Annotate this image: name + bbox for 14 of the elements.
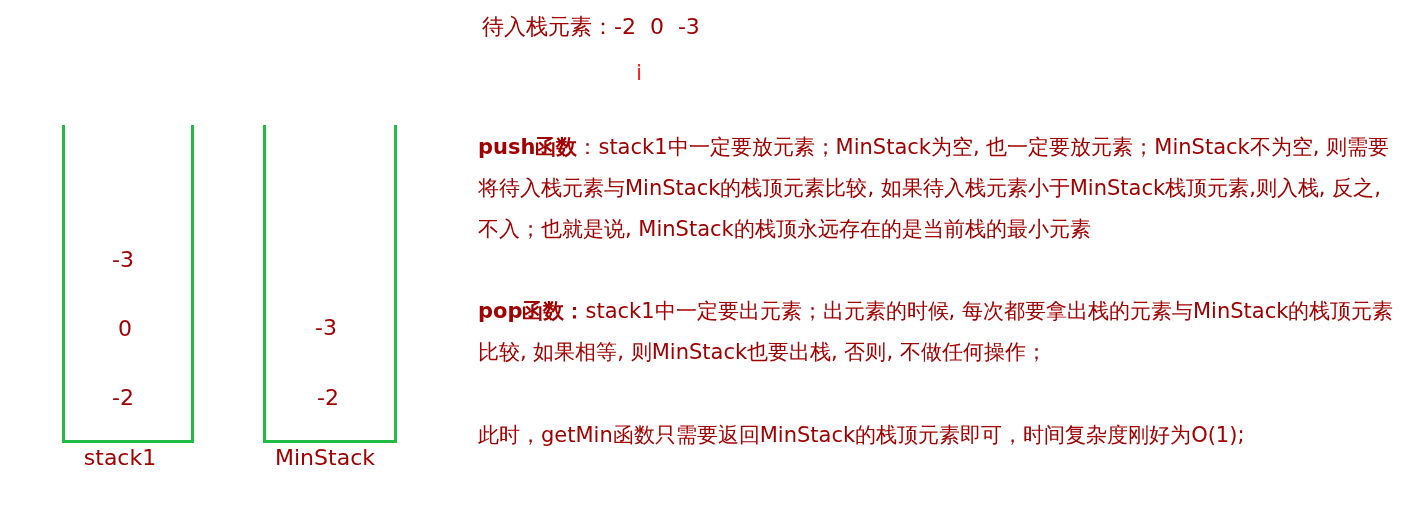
stack-element: -3 <box>315 315 337 340</box>
stack-element: -3 <box>112 247 134 272</box>
stack-container <box>62 125 194 443</box>
description-paragraph: push函数：stack1中一定要放元素；MinStack为空, 也一定要放元素；MinStack不为空, 则需要将待入栈元素与MinStack的栈顶元素比较, 如果待入栈元素小于MinStack栈顶元素,则入栈, 反之, 不入；也就是说, MinStack的栈顶永远存在的是当前栈的最小元素 <box>478 134 1391 243</box>
description-paragraph: pop函数：stack1中一定要出元素；出元素的时候, 每次都要拿出栈的元素与MinStack的栈顶元素比较, 如果相等, 则MinStack也要出栈, 否则, 不做任何操作； <box>478 298 1395 366</box>
description-paragraph: 此时，getMin函数只需要返回MinStack的栈顶元素即可，时间复杂度刚好为O(1); <box>478 422 1246 449</box>
stack-element: -2 <box>112 385 134 410</box>
index-marker: i <box>636 60 644 85</box>
stack-label: MinStack <box>275 445 375 470</box>
stack-container <box>263 125 397 443</box>
stack-element: -2 <box>317 385 339 410</box>
stack-element: 0 <box>118 316 132 341</box>
pending-elements-text: 待入栈元素：-2 0 -3 <box>482 13 701 41</box>
stack-label: stack1 <box>83 445 157 470</box>
